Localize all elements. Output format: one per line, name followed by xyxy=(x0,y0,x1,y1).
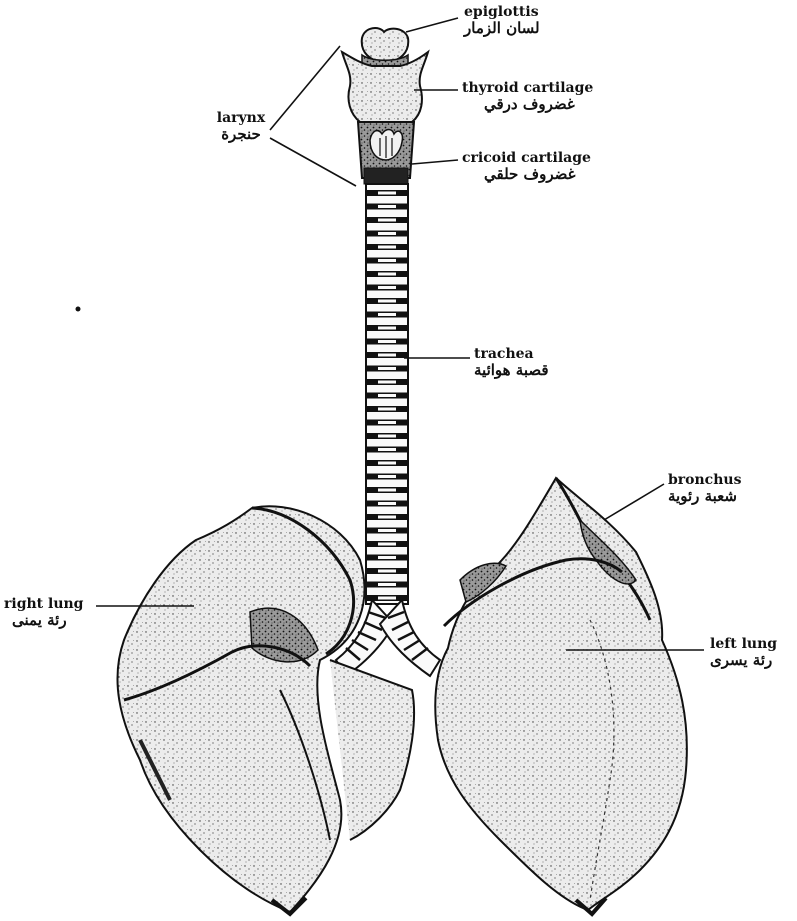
leader-epiglottis xyxy=(406,18,458,32)
leader-bronchus xyxy=(604,484,664,520)
label-bronchus: bronchus شعبة رئوية xyxy=(668,472,741,505)
label-thyroid-cartilage-en: thyroid cartilage xyxy=(462,80,593,96)
trachea-shape xyxy=(366,184,408,604)
trachea-ring-highlight xyxy=(378,259,396,262)
trachea-ring-highlight xyxy=(378,543,396,546)
label-cricoid-cartilage: cricoid cartilage غضروف حلقي xyxy=(462,150,591,183)
trachea-ring-highlight xyxy=(378,394,396,397)
label-larynx-ar: حنجرة xyxy=(210,126,272,143)
trachea-ring-highlight xyxy=(378,421,396,424)
trachea-ring-highlight xyxy=(378,286,396,289)
left-lung-shape xyxy=(435,478,687,914)
label-epiglottis-ar: لسان الزمار xyxy=(464,20,540,37)
label-bronchus-ar: شعبة رئوية xyxy=(668,488,741,505)
trachea-ring-highlight xyxy=(378,381,396,384)
trachea-ring-highlight xyxy=(378,300,396,303)
trachea-ring-highlight xyxy=(378,273,396,276)
leader-larynx-lower xyxy=(270,138,356,186)
label-cricoid-cartilage-ar: غضروف حلقي xyxy=(462,166,591,183)
cricoid-cartilage-shape xyxy=(358,122,414,184)
trachea-ring-highlight xyxy=(378,448,396,451)
label-cricoid-cartilage-en: cricoid cartilage xyxy=(462,150,591,166)
leader-larynx-upper xyxy=(270,46,340,130)
leader-cricoid xyxy=(412,160,458,164)
trachea-ring-highlight xyxy=(378,219,396,222)
label-epiglottis-en: epiglottis xyxy=(464,4,540,20)
label-thyroid-cartilage: thyroid cartilage غضروف درقي xyxy=(462,80,593,113)
trachea-ring-highlight xyxy=(378,435,396,438)
label-right-lung-en: right lung xyxy=(4,596,83,612)
trachea-ring-highlight xyxy=(378,192,396,195)
left-bronchus-shape xyxy=(380,600,440,676)
label-trachea-en: trachea xyxy=(474,346,549,362)
trachea-ring-highlight xyxy=(378,489,396,492)
label-right-lung: right lung رئة يمنى xyxy=(4,596,83,629)
trachea-ring-highlight xyxy=(378,205,396,208)
trachea-ring-highlight xyxy=(378,340,396,343)
trachea-ring-highlight xyxy=(378,354,396,357)
trachea-ring-highlight xyxy=(378,556,396,559)
trachea-ring-highlight xyxy=(378,502,396,505)
label-larynx: larynx حنجرة xyxy=(210,110,272,143)
trachea-ring-highlight xyxy=(378,516,396,519)
trachea-ring-highlight xyxy=(378,327,396,330)
label-epiglottis: epiglottis لسان الزمار xyxy=(464,4,540,37)
label-trachea-ar: قصبة هوائية xyxy=(474,362,549,379)
trachea-ring-highlight xyxy=(378,583,396,586)
trachea-ring-highlight xyxy=(378,408,396,411)
trachea-ring-highlight xyxy=(378,570,396,573)
trachea-ring-highlight xyxy=(378,232,396,235)
label-left-lung-en: left lung xyxy=(710,636,777,652)
label-left-lung-ar: رئة يسرى xyxy=(710,652,777,669)
epiglottis-shape xyxy=(362,28,409,68)
trachea-ring-highlight xyxy=(378,313,396,316)
label-right-lung-ar: رئة يمنى xyxy=(4,612,83,629)
label-left-lung: left lung رئة يسرى xyxy=(710,636,777,669)
ink-speck xyxy=(76,307,81,312)
label-trachea: trachea قصبة هوائية xyxy=(474,346,549,379)
trachea-ring-highlight xyxy=(378,597,396,600)
trachea-ring-highlight xyxy=(378,367,396,370)
trachea-ring-highlight xyxy=(378,475,396,478)
label-bronchus-en: bronchus xyxy=(668,472,741,488)
label-larynx-en: larynx xyxy=(210,110,272,126)
trachea-ring-highlight xyxy=(378,246,396,249)
trachea-ring-highlight xyxy=(378,529,396,532)
trachea-ring-highlight xyxy=(378,462,396,465)
label-thyroid-cartilage-ar: غضروف درقي xyxy=(462,96,593,113)
